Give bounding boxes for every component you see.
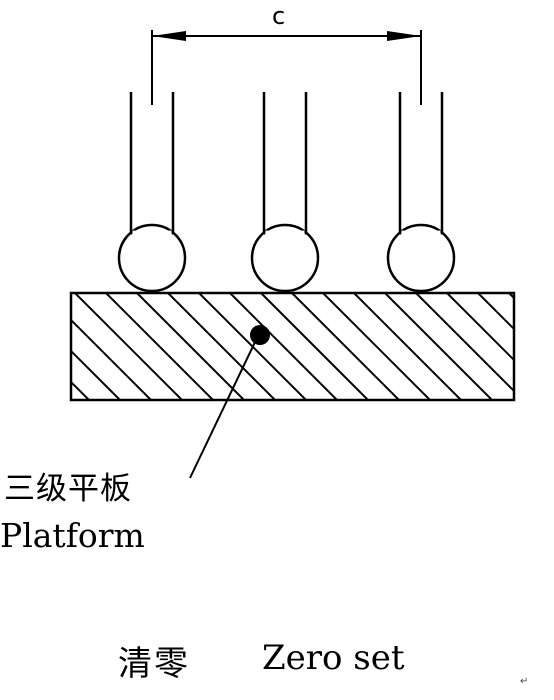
probe-left (117, 92, 187, 293)
hatch-line (384, 293, 493, 400)
platform-outline (69, 291, 516, 402)
platform-hatching (0, 293, 514, 400)
hatch-line (353, 293, 462, 400)
hatch-line (71, 349, 121, 400)
platform-body (71, 293, 514, 400)
dimension-c (151, 30, 422, 105)
hatch-line (229, 293, 338, 400)
hatch-line (291, 293, 400, 400)
dimension-arrow-left (152, 31, 186, 41)
hatch-line (71, 318, 152, 400)
hatch-line (477, 293, 514, 331)
platform (0, 291, 516, 402)
hatch-line (105, 293, 214, 400)
dimension-arrow-right (387, 31, 421, 41)
hatch-line (415, 293, 514, 393)
hatch-line (508, 293, 514, 300)
dimension-label: c (272, 2, 286, 30)
platform-label-en: Platform (0, 516, 145, 555)
probe-neck-mask (265, 230, 305, 245)
platform-label-cn: 三级平板 (4, 471, 132, 507)
hatch-line (167, 293, 276, 400)
probe-middle (250, 92, 320, 293)
platform-leader-line (189, 339, 257, 479)
hatch-line (260, 293, 369, 400)
probe-neck-mask (132, 230, 172, 245)
hatch-line (0, 293, 58, 400)
caption-cn: 清零 (118, 644, 190, 684)
probes-group (117, 92, 456, 293)
platform-center-dot (250, 325, 270, 345)
hatch-line (446, 293, 514, 362)
corner-mark: ↵ (520, 676, 529, 687)
probe-right (386, 92, 456, 293)
hatch-line (322, 293, 431, 400)
caption-en: Zero set (262, 638, 405, 678)
hatch-line (136, 293, 245, 400)
hatch-line (74, 293, 183, 400)
probe-neck-mask (401, 230, 441, 245)
